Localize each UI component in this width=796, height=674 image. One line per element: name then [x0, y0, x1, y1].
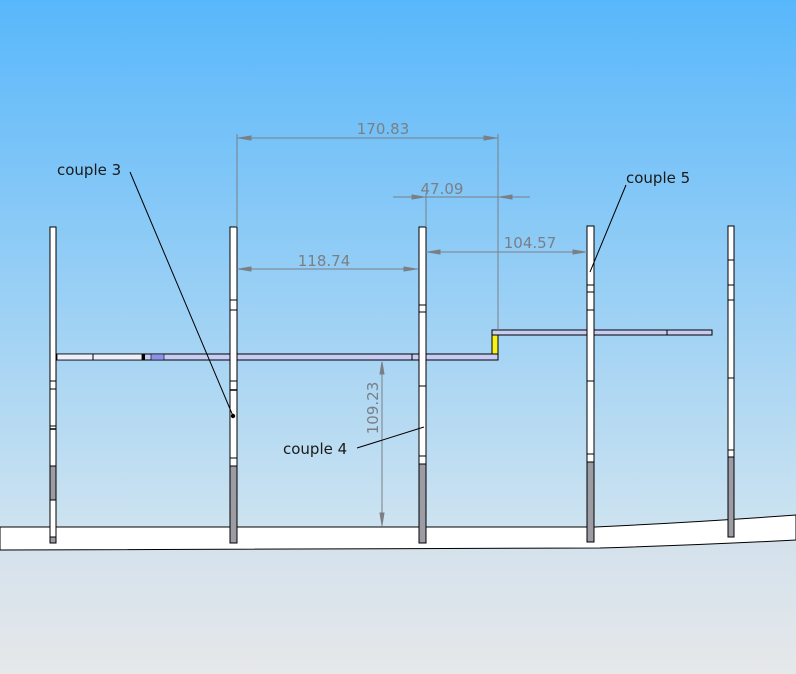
note-couple-3[interactable]: couple 3 [57, 161, 121, 179]
background-floor [0, 540, 796, 674]
dimension-104-57-lines [426, 249, 587, 255]
note-couple-4[interactable]: couple 4 [283, 440, 347, 458]
couple-5-leader [589, 184, 627, 273]
dimension-109-23[interactable]: 109.23 [364, 382, 382, 435]
dimension-170-83-lines [236, 134, 499, 330]
dimension-118-74[interactable]: 118.74 [298, 252, 351, 270]
post-2 [229, 226, 238, 544]
dimension-170-83[interactable]: 170.83 [357, 120, 410, 138]
yellow-connector [491, 334, 499, 355]
post-5 [727, 225, 735, 538]
ground-slab [0, 514, 796, 551]
post-4 [586, 225, 595, 543]
dimension-47-09-lines [393, 193, 530, 227]
couple-3-leader [129, 171, 234, 417]
couple-4-leader [356, 426, 425, 449]
dimension-104-57[interactable]: 104.57 [504, 234, 557, 252]
background-sky [0, 0, 796, 540]
note-couple-5[interactable]: couple 5 [626, 169, 690, 187]
upper-deck-beam [491, 329, 713, 355]
lower-deck-beam [56, 353, 499, 361]
couple-3-anchor-dot [230, 413, 236, 419]
post-1 [49, 226, 57, 544]
dimension-109-23-lines [379, 361, 385, 526]
dimension-47-09[interactable]: 47.09 [421, 180, 464, 198]
post-3 [418, 226, 427, 544]
dimension-118-74-lines [237, 266, 418, 272]
